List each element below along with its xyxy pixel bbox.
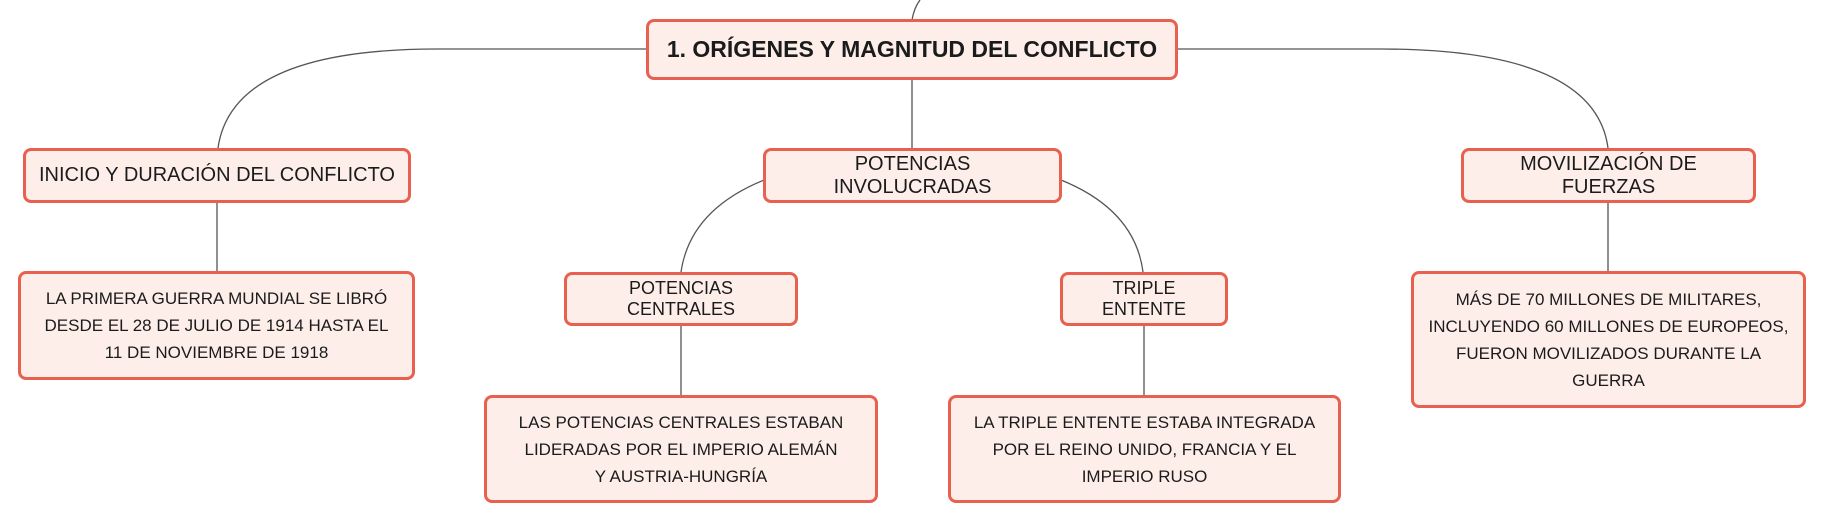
connector-parent-to-root — [911, 0, 921, 21]
topic-triple-entente-label: TRIPLE ENTENTE — [1101, 278, 1186, 319]
topic-inicio-label: INICIO Y DURACIÓN DEL CONFLICTO — [39, 164, 395, 186]
topic-potencias-label: POTENCIAS INVOLUCRADAS — [833, 152, 992, 198]
connector-potencias-to-entente — [1060, 179, 1144, 273]
topic-potencias-centrales-label: POTENCIAS CENTRALES — [626, 278, 736, 319]
root-topic-label: 1. ORÍGENES Y MAGNITUD DEL CONFLICTO — [666, 36, 1158, 62]
connector-potencias-to-centrales — [680, 179, 765, 273]
topic-potencias-centrales-detail[interactable]: LAS POTENCIAS CENTRALES ESTABAN LIDERADA… — [484, 395, 878, 503]
connector-root-to-inicio — [217, 48, 646, 149]
topic-inicio[interactable]: INICIO Y DURACIÓN DEL CONFLICTO — [23, 148, 411, 203]
connector-root-to-movilizacion — [1178, 48, 1609, 149]
topic-triple-entente-detail[interactable]: LA TRIPLE ENTENTE ESTABA INTEGRADA POR E… — [948, 395, 1341, 503]
topic-inicio-detail-text: LA PRIMERA GUERRA MUNDIAL SE LIBRÓ DESDE… — [44, 289, 389, 362]
topic-inicio-detail[interactable]: LA PRIMERA GUERRA MUNDIAL SE LIBRÓ DESDE… — [18, 271, 415, 380]
topic-triple-entente[interactable]: TRIPLE ENTENTE — [1060, 272, 1228, 326]
topic-potencias[interactable]: POTENCIAS INVOLUCRADAS — [763, 148, 1062, 203]
topic-movilizacion[interactable]: MOVILIZACIÓN DE FUERZAS — [1461, 148, 1756, 203]
topic-movilizacion-detail[interactable]: MÁS DE 70 MILLONES DE MILITARES, INCLUYE… — [1411, 271, 1806, 408]
topic-potencias-centrales-detail-text: LAS POTENCIAS CENTRALES ESTABAN LIDERADA… — [518, 412, 844, 486]
topic-triple-entente-detail-text: LA TRIPLE ENTENTE ESTABA INTEGRADA POR E… — [973, 412, 1316, 486]
topic-movilizacion-label: MOVILIZACIÓN DE FUERZAS — [1520, 152, 1697, 198]
topic-potencias-centrales[interactable]: POTENCIAS CENTRALES — [564, 272, 798, 326]
topic-movilizacion-detail-text: MÁS DE 70 MILLONES DE MILITARES, INCLUYE… — [1428, 289, 1789, 390]
root-topic[interactable]: 1. ORÍGENES Y MAGNITUD DEL CONFLICTO — [646, 19, 1178, 80]
